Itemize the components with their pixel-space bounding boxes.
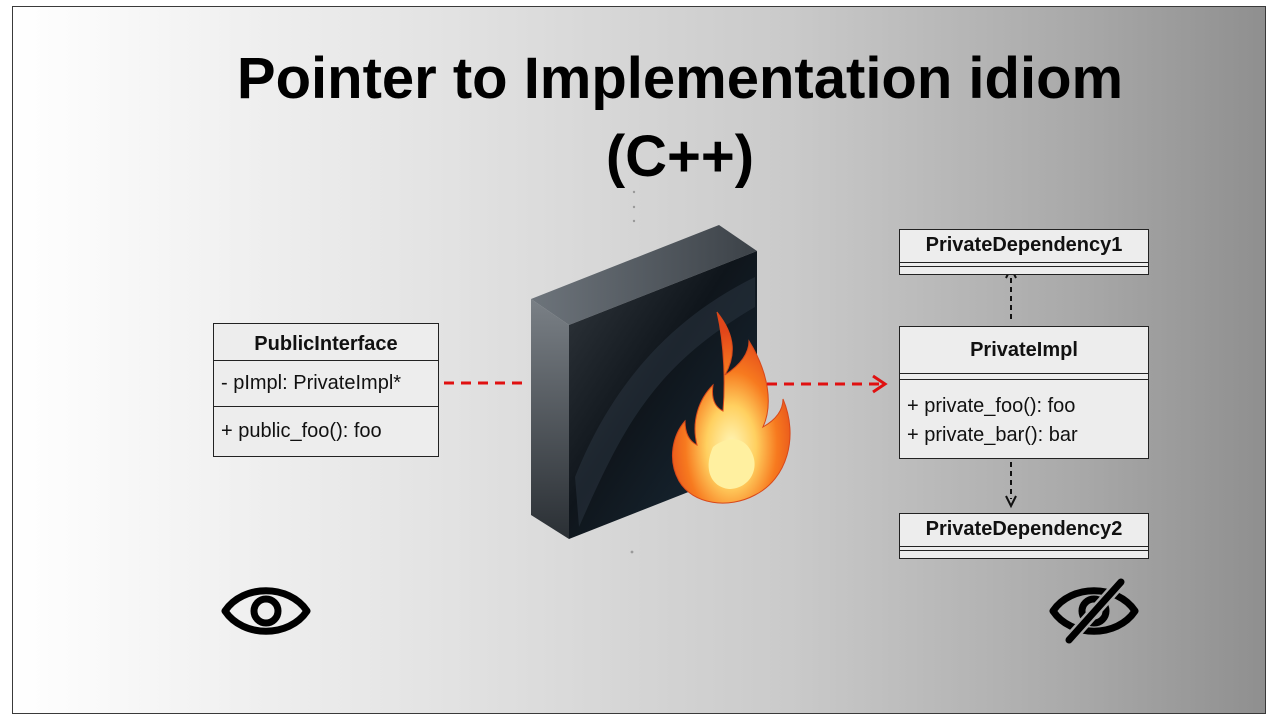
page-subtitle: (C++) [605, 124, 755, 189]
diagram-canvas [427, 190, 1017, 554]
flame-icon [672, 311, 791, 504]
decor-dot [630, 550, 634, 554]
public-interface-class: PublicInterface - pImpl: PrivateImpl* + … [213, 323, 439, 457]
class-name: PrivateImpl [900, 327, 1148, 374]
attributes-section [900, 374, 1148, 380]
dependency-arrowhead-2 [1005, 495, 1017, 509]
firewall-icon [531, 225, 791, 539]
firewall-side [531, 299, 569, 539]
class-name: PrivateDependency2 [925, 518, 1123, 540]
pointer-arrowhead [872, 374, 888, 394]
empty-compartments [900, 546, 1148, 551]
slide-frame: Pointer to Implementation idiom (C++) [12, 6, 1266, 714]
empty-compartments [900, 262, 1148, 267]
firewall-highlight [575, 277, 755, 527]
private-impl-class: PrivateImpl + private_foo(): foo + priva… [899, 326, 1149, 459]
operations-section: + private_foo(): foo + private_bar(): ba… [900, 380, 1148, 452]
decor-dot [632, 205, 636, 209]
decor-dot [632, 190, 636, 194]
eye-off-icon [1049, 578, 1139, 644]
page-title: Pointer to Implementation idiom [236, 46, 1124, 111]
private-dependency-1: PrivateDependency1 [899, 229, 1149, 275]
operation-row: + private_foo(): foo [907, 395, 1076, 417]
operation-row: + private_bar(): bar [907, 424, 1078, 446]
operation-row: + public_foo(): foo [221, 420, 382, 442]
eye-icon [221, 587, 311, 635]
class-name: PublicInterface [214, 324, 438, 361]
class-name: PrivateDependency1 [925, 234, 1123, 256]
operations-section: + public_foo(): foo [214, 407, 438, 455]
private-dependency-2: PrivateDependency2 [899, 513, 1149, 559]
firewall-top [531, 225, 757, 325]
attributes-section: - pImpl: PrivateImpl* [214, 361, 438, 407]
decor-dot [632, 219, 636, 223]
attribute-row: - pImpl: PrivateImpl* [221, 372, 402, 394]
